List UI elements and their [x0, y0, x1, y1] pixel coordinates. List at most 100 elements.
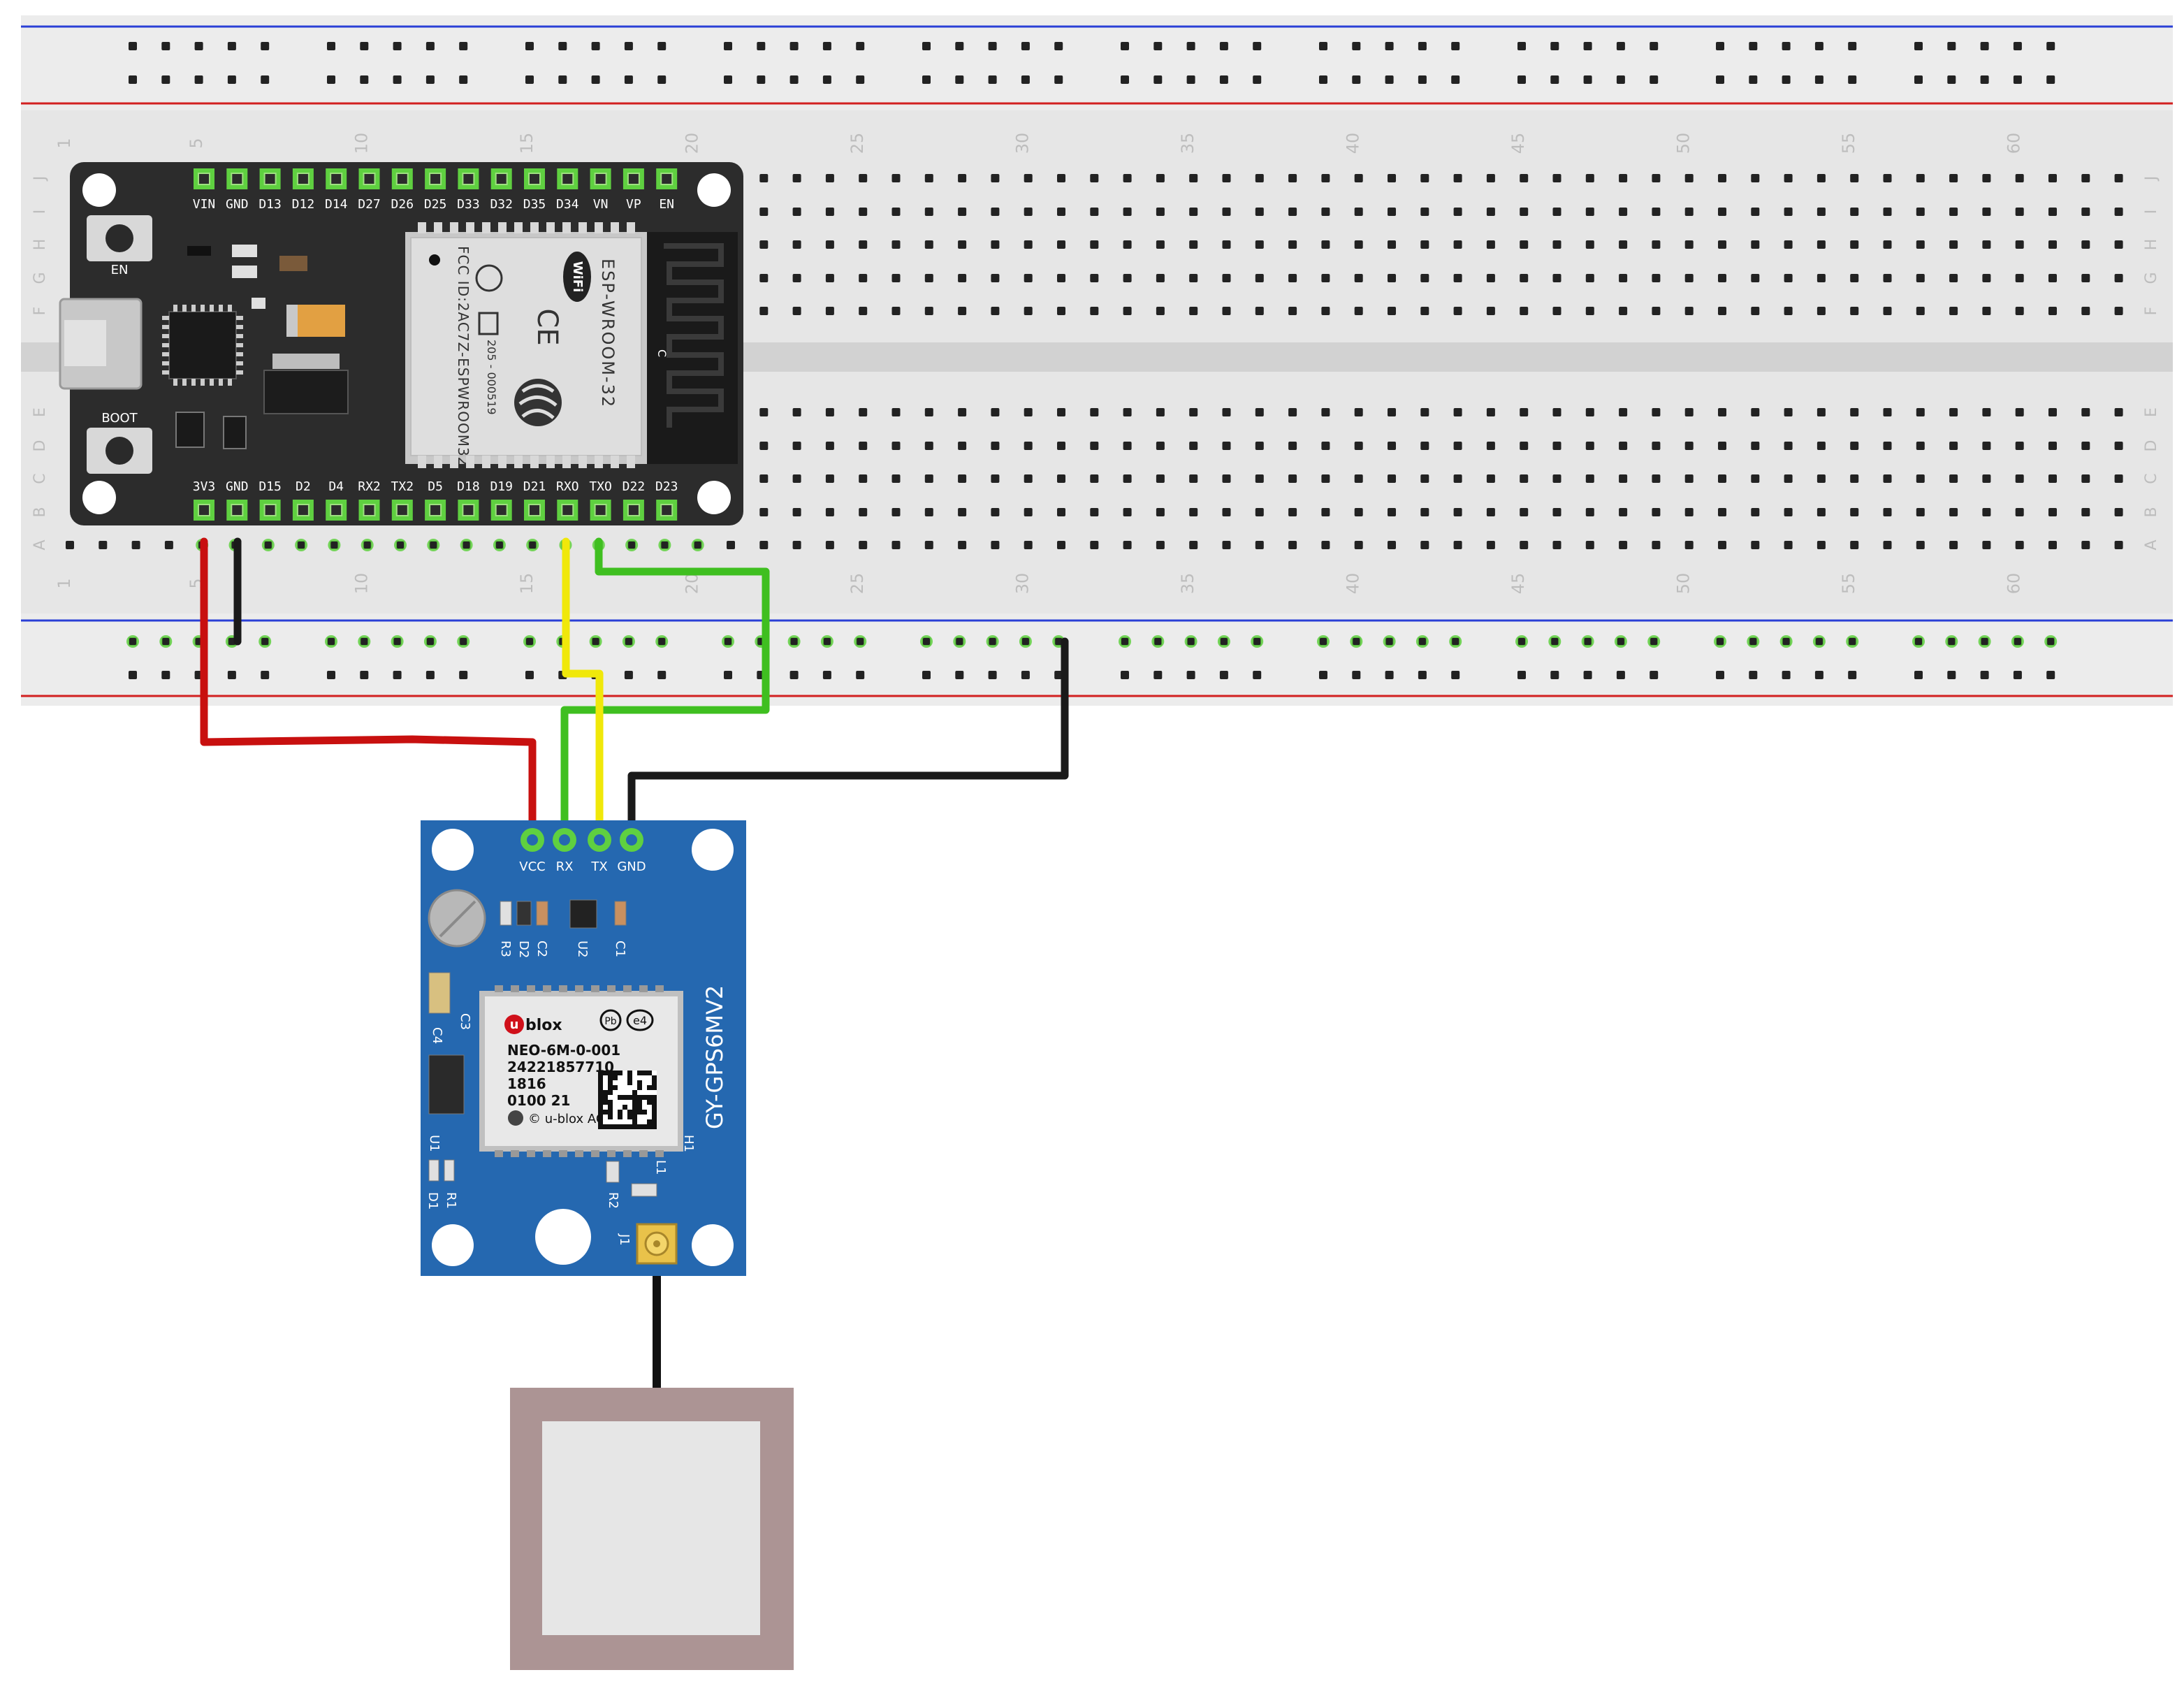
smd-r3	[500, 901, 512, 926]
breadboard-hole	[1288, 274, 1297, 282]
rail-hole	[823, 638, 831, 645]
smd-u1	[428, 1054, 465, 1115]
rail-hole	[789, 671, 799, 679]
breadboard-hole	[628, 542, 636, 549]
rail-hole	[161, 42, 170, 50]
datamatrix-cell	[608, 1080, 613, 1085]
breadboard-hole	[759, 508, 769, 516]
breadboard-hole	[2114, 474, 2123, 483]
rail-hole	[1584, 638, 1592, 645]
rail-hole	[227, 42, 236, 50]
breadboard-hole	[1486, 174, 1495, 182]
breadboard-hole	[1817, 442, 1826, 450]
breadboard-hole	[891, 307, 901, 315]
esp32-bottom-pin-label: D4	[328, 479, 344, 494]
breadboard-hole	[2081, 541, 2090, 549]
rail-hole	[1451, 671, 1460, 679]
breadboard-hole	[1784, 274, 1793, 282]
label-u1: U1	[427, 1135, 442, 1152]
rail-hole	[161, 671, 170, 679]
breadboard-hole	[1156, 307, 1165, 315]
breadboard-hole	[825, 274, 834, 282]
breadboard-hole	[1388, 442, 1396, 450]
breadboard-hole	[2081, 508, 2090, 516]
breadboard-hole	[1619, 274, 1628, 282]
datamatrix-cell	[623, 1124, 627, 1129]
datamatrix-cell	[652, 1075, 657, 1080]
breadboard-hole	[1354, 408, 1363, 416]
breadboard-hole	[1552, 208, 1561, 216]
ublox-logo-dot	[504, 1015, 524, 1034]
header-pin-hole	[263, 173, 277, 185]
chip-leg	[236, 370, 243, 375]
breadboard-hole	[759, 240, 769, 249]
esp32-top-pin-label: D27	[358, 197, 381, 212]
chip-leg	[162, 352, 169, 356]
breadboard-hole	[792, 508, 801, 516]
datamatrix-cell	[618, 1095, 623, 1100]
breadboard-hole	[792, 442, 801, 450]
rail-hole	[162, 638, 170, 645]
rail-hole	[1353, 638, 1360, 645]
breadboard-hole	[991, 474, 1000, 483]
breadboard-hole	[1288, 442, 1297, 450]
breadboard-hole	[1288, 474, 1297, 483]
column-number-top: 20	[683, 133, 702, 154]
chip-leg	[236, 334, 243, 338]
breadboard-hole	[2048, 274, 2057, 282]
rail-hole	[1121, 42, 1129, 50]
chip-leg	[236, 325, 243, 329]
rail-hole	[789, 42, 799, 50]
breadboard-hole	[2081, 274, 2090, 282]
breadboard-hole	[958, 240, 967, 249]
breadboard-hole	[2048, 408, 2057, 416]
breadboard-hole	[1850, 307, 1859, 315]
breadboard-hole	[1255, 508, 1264, 516]
chip-pad	[495, 1150, 503, 1157]
gps-pin-label: TX	[590, 859, 607, 874]
label-r2: R2	[606, 1192, 620, 1209]
header-pin-hole	[429, 173, 442, 185]
breadboard-hole	[1453, 274, 1462, 282]
breadboard-hole	[1090, 208, 1099, 216]
datamatrix-cell	[627, 1124, 632, 1129]
breadboard-hole	[991, 208, 1000, 216]
breadboard-hole	[958, 408, 967, 416]
header-pin-hole	[627, 173, 640, 185]
en-button[interactable]	[105, 224, 133, 252]
breadboard-hole	[1652, 442, 1661, 450]
column-number-bottom: 15	[517, 573, 537, 595]
breadboard-hole	[1751, 174, 1760, 182]
boot-button[interactable]	[105, 437, 133, 465]
rail-hole	[856, 42, 865, 50]
chip-pad	[639, 985, 648, 992]
rail-hole	[1385, 75, 1394, 84]
rail-hole	[591, 75, 600, 84]
chip-leg	[236, 343, 243, 347]
module-pad	[434, 222, 442, 233]
breadboard-hole	[1453, 240, 1462, 249]
breadboard-hole	[1420, 307, 1429, 315]
smd-d2	[516, 901, 532, 926]
breadboard-hole	[1123, 208, 1132, 216]
breadboard-hole	[1850, 408, 1859, 416]
datamatrix-cell	[618, 1115, 623, 1119]
breadboard-hole	[1619, 240, 1628, 249]
breadboard-hole	[1388, 274, 1396, 282]
breadboard-hole	[1156, 274, 1165, 282]
rail-hole	[1914, 75, 1923, 84]
module-pad	[627, 222, 635, 233]
column-number-bottom: 55	[1839, 573, 1858, 595]
breadboard-hole	[958, 541, 967, 549]
label-d1: D1	[425, 1192, 440, 1210]
breadboard-hole	[2015, 240, 2024, 249]
breadboard-hole	[1684, 541, 1694, 549]
breadboard-hole	[1684, 442, 1694, 450]
esp32-bottom-pin-label: D2	[296, 479, 311, 494]
datamatrix-cell	[627, 1115, 632, 1119]
wifi-logo-text: WiFi	[570, 261, 585, 293]
smd-component	[175, 412, 205, 448]
rail-hole	[1749, 671, 1758, 679]
breadboard-hole	[1982, 274, 1991, 282]
header-pin-hole	[429, 504, 442, 516]
